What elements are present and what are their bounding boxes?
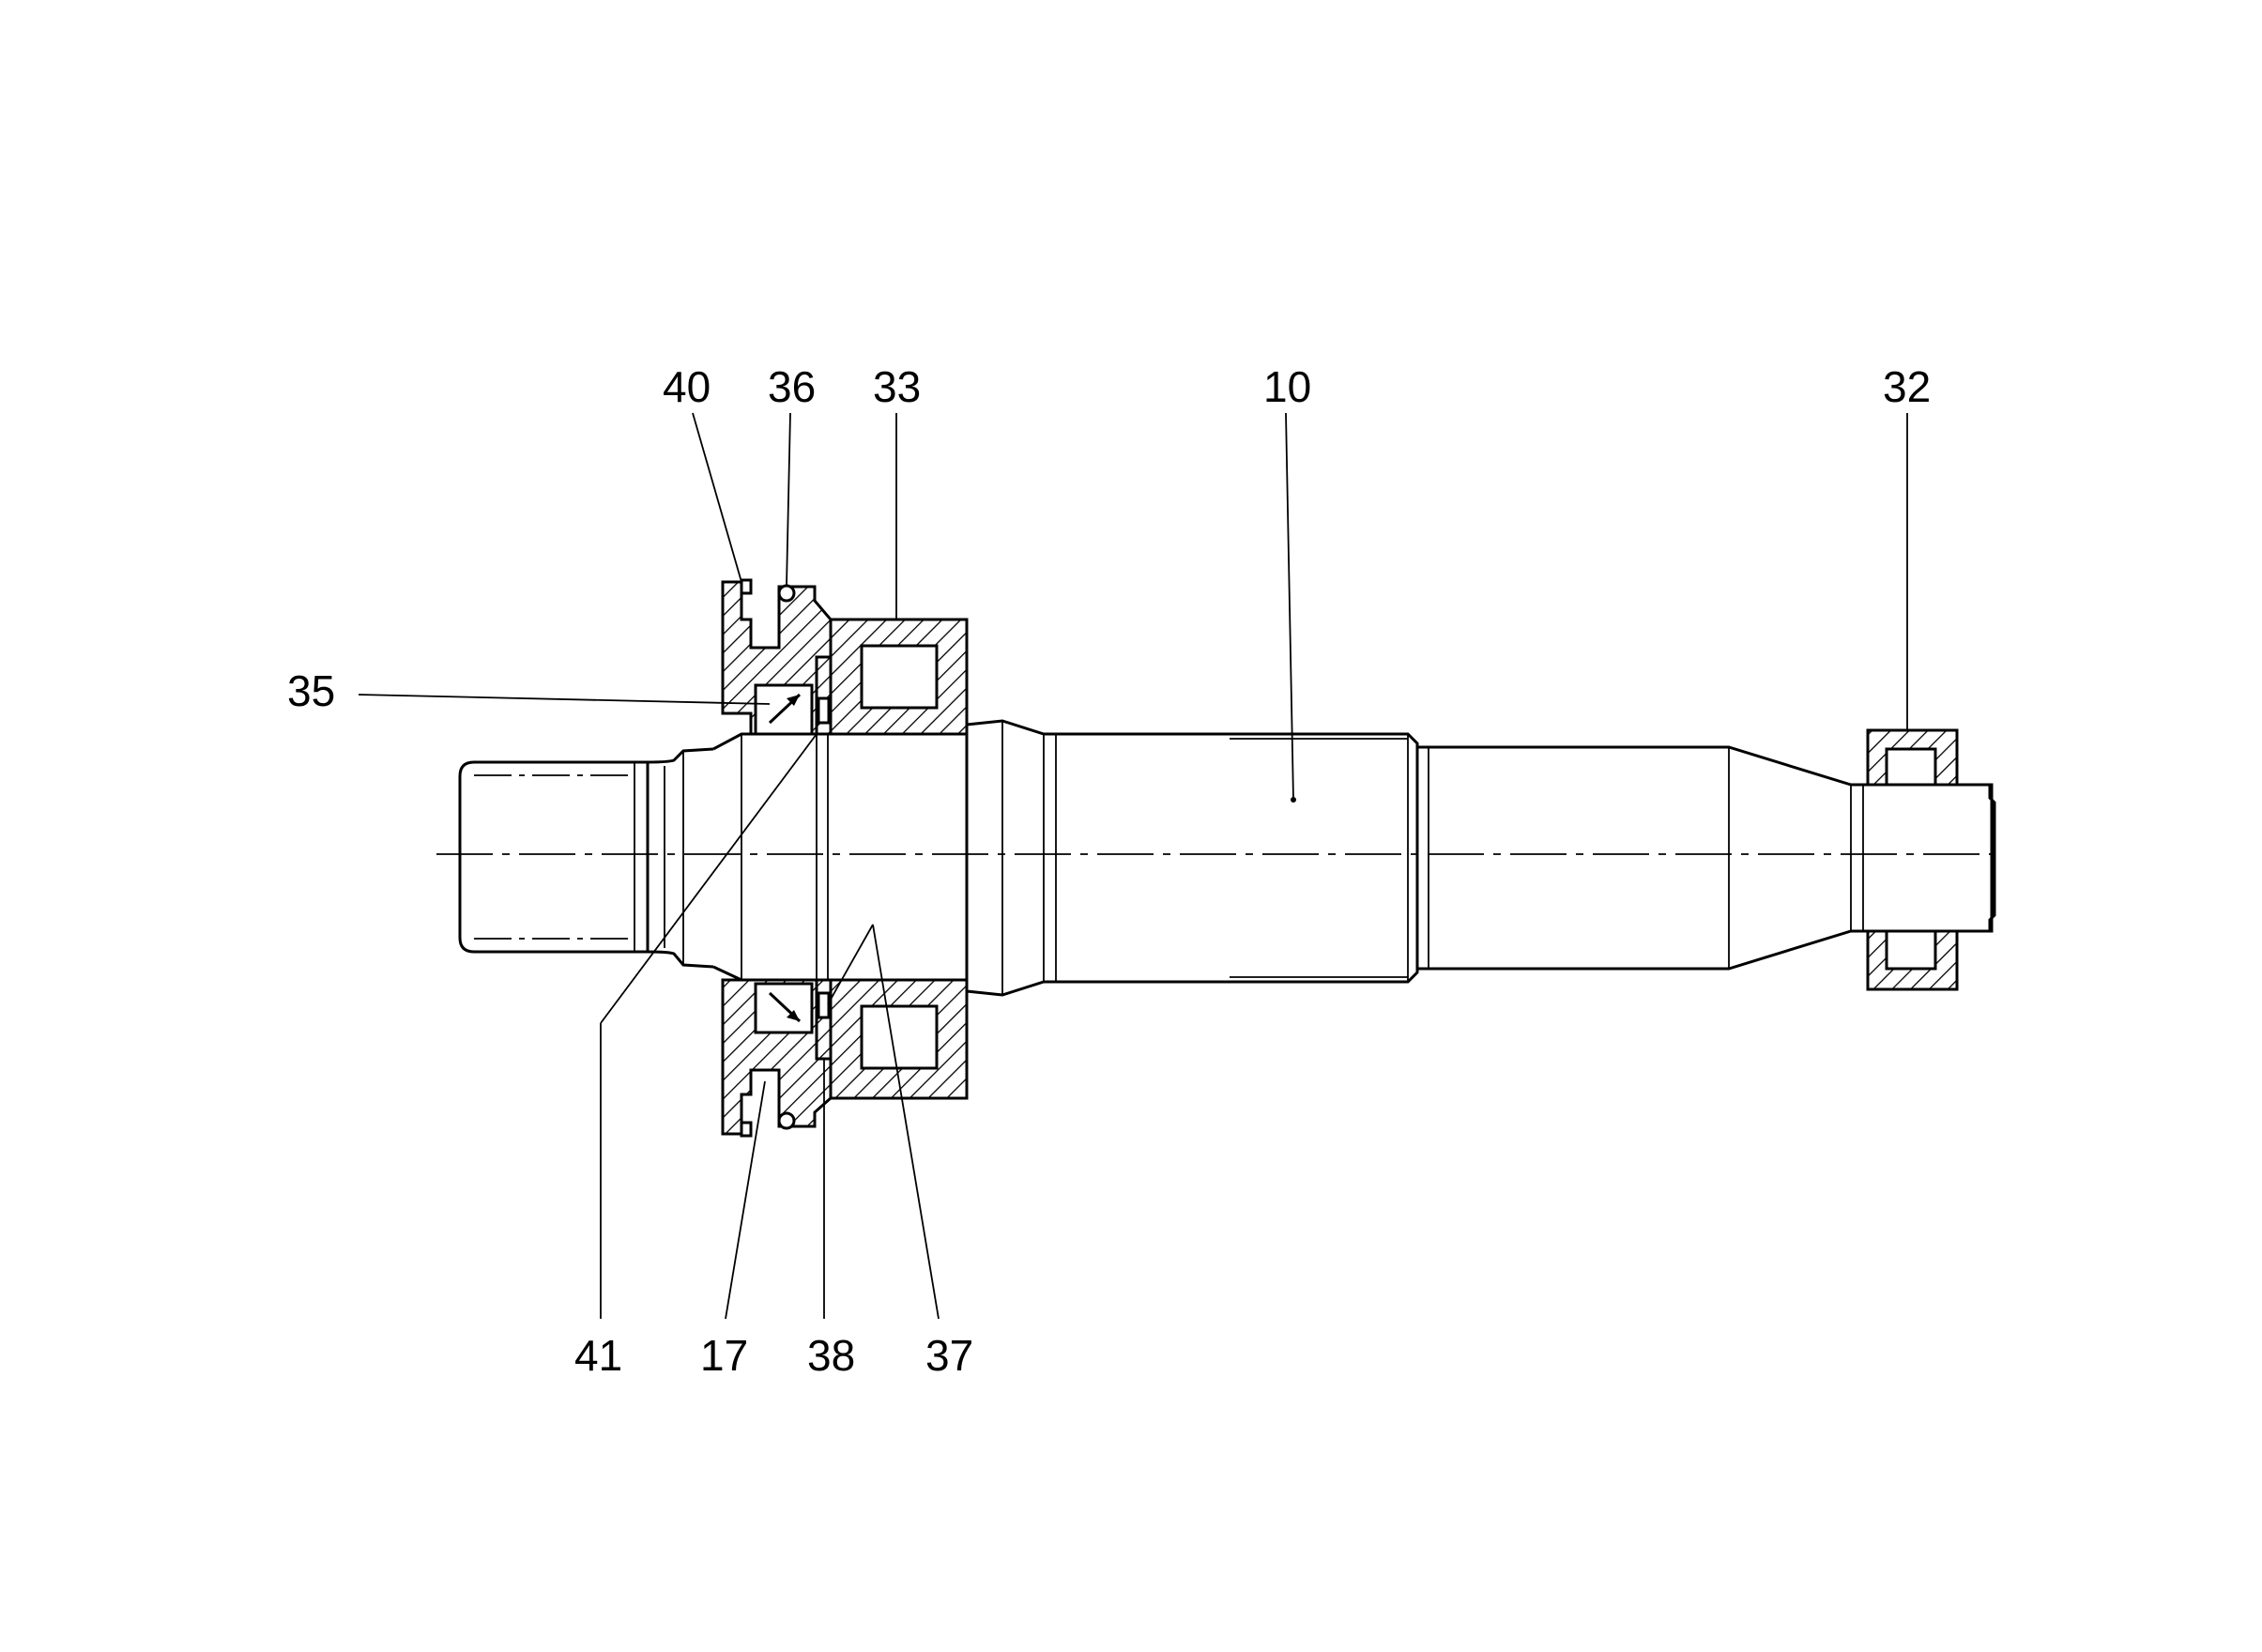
label-38: 38 <box>807 1331 855 1380</box>
bearing-33 <box>829 618 969 1100</box>
leader-lines <box>358 412 1908 1320</box>
shaft <box>458 719 1996 997</box>
label-35: 35 <box>287 666 335 715</box>
housing-17 <box>721 578 833 1138</box>
label-36: 36 <box>768 362 816 411</box>
label-10: 10 <box>1263 362 1311 411</box>
bearing-32 <box>1866 728 1959 991</box>
label-33: 33 <box>873 362 921 411</box>
label-40: 40 <box>663 362 711 411</box>
label-17: 17 <box>700 1331 748 1380</box>
label-41: 41 <box>574 1331 622 1380</box>
label-37: 37 <box>925 1331 973 1380</box>
spacer-38 <box>815 655 833 1061</box>
label-32: 32 <box>1883 362 1931 411</box>
